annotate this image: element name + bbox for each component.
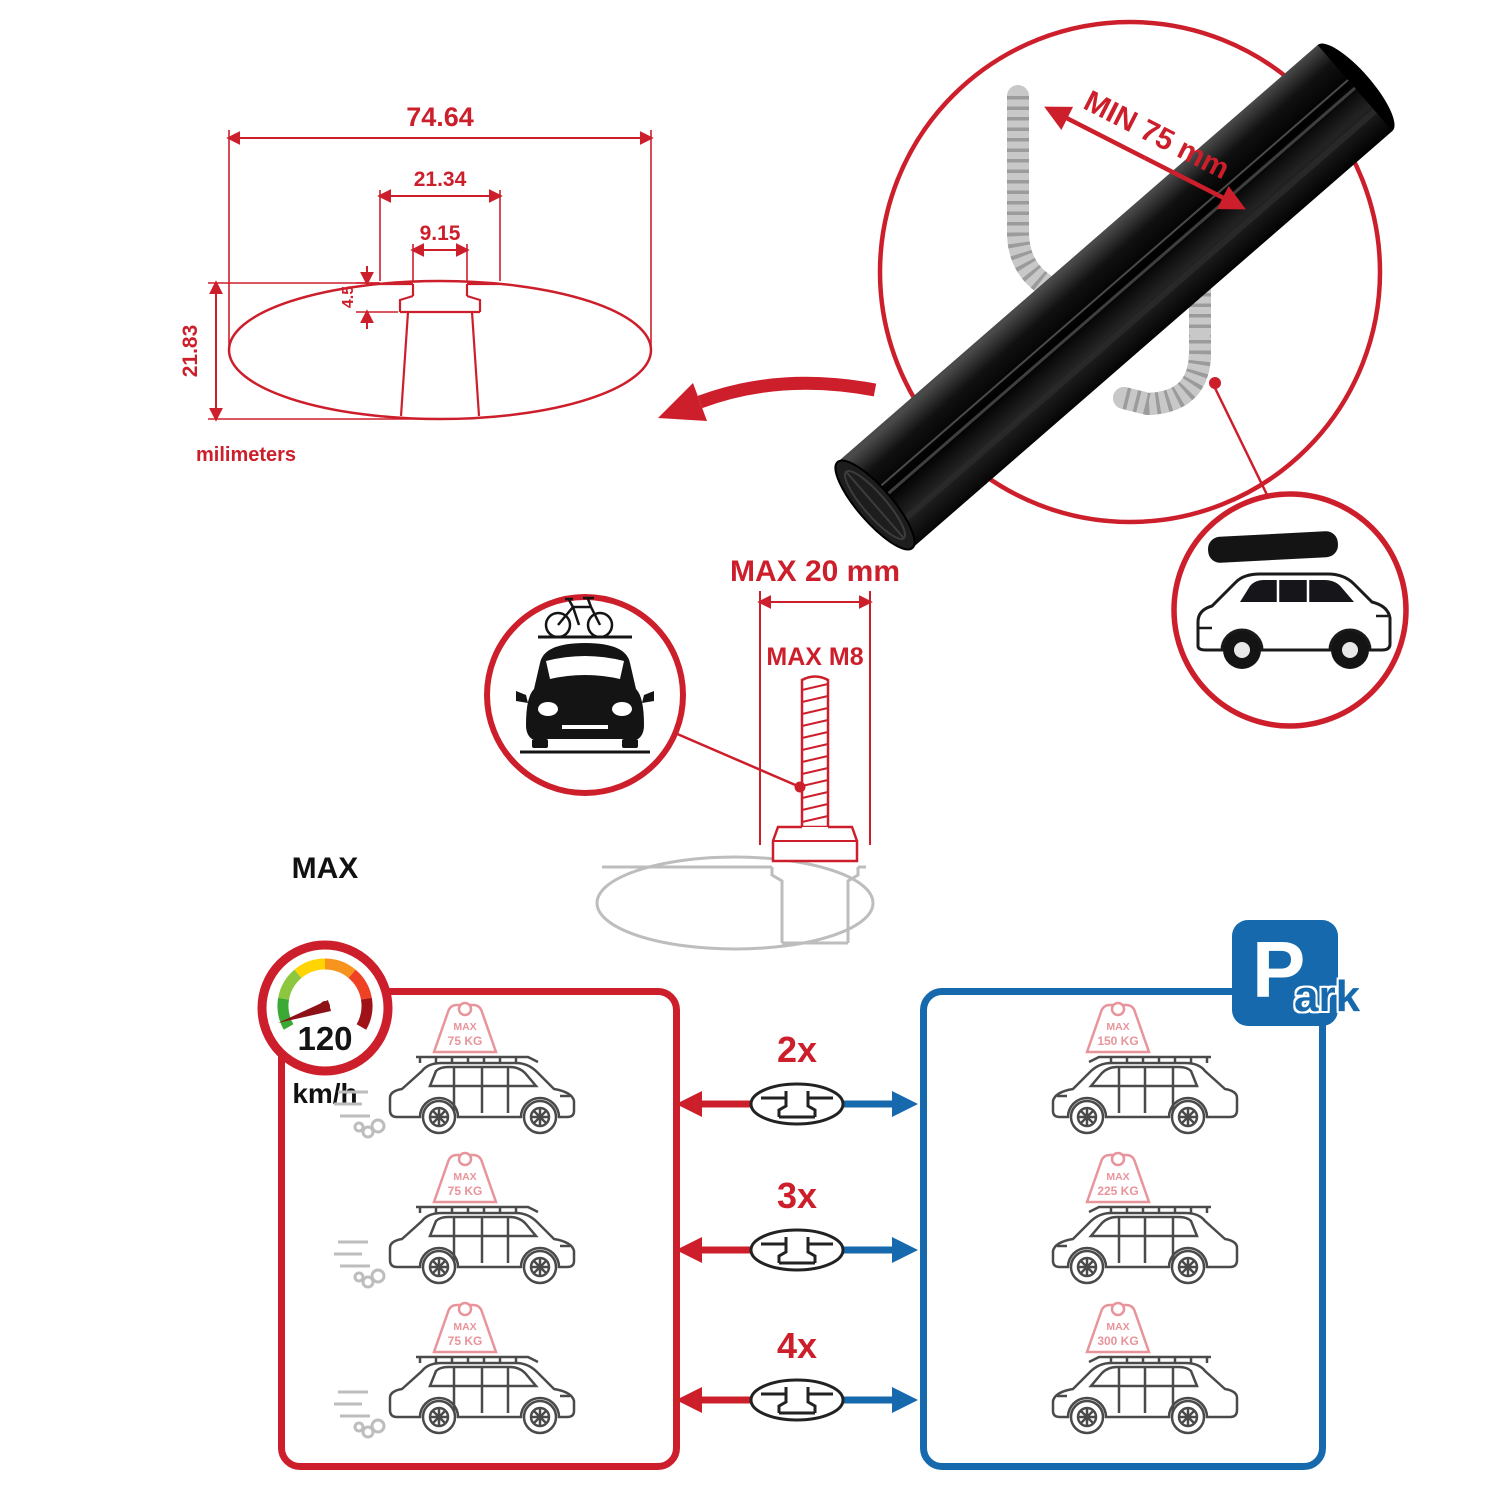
bolt-callout-dot (794, 781, 806, 793)
crossbar-count-row-3: 4x (676, 1325, 918, 1422)
car-side-icon (1051, 1205, 1239, 1285)
tag-max-label: MAX (1106, 1021, 1129, 1033)
roof-load-tag: MAX 75 KG (432, 1301, 498, 1354)
parked-car-row-3: MAX 300 KG (1051, 1301, 1239, 1435)
park-sign-suffix: ark (1294, 972, 1361, 1021)
tag-max-label: MAX (453, 1171, 476, 1183)
max-thread-label: MAX M8 (766, 643, 863, 671)
crossbar-profile-icon (749, 1082, 845, 1126)
pointer-arrow-icon (658, 376, 877, 421)
tag-weight-label: 150 KG (1097, 1034, 1138, 1048)
motion-lines-icon (332, 1090, 386, 1139)
roofbox-suv-icon (1171, 491, 1409, 729)
left-arrowhead-icon (676, 1237, 702, 1263)
tag-weight-label: 75 KG (448, 1334, 483, 1348)
ghost-profile (595, 855, 875, 951)
crossbar-3d-render: MIN 75 mm (834, 19, 1409, 729)
tag-max-label: MAX (1106, 1171, 1129, 1183)
park-sign-p: P (1252, 925, 1306, 1014)
crossbar-endcap (834, 459, 916, 551)
tag-weight-label: 300 KG (1097, 1334, 1138, 1348)
car-side-icon (1051, 1355, 1239, 1435)
roof-load-tag: MAX 225 KG (1085, 1151, 1151, 1204)
dim-ext-total (228, 130, 652, 348)
bolt-detail-diagram: MAX 20 mm MAX M8 (484, 555, 900, 951)
dim-total-width-label: 74.64 (406, 102, 474, 132)
tag-max-label: MAX (453, 1321, 476, 1333)
bolt-callout-line (674, 731, 801, 789)
dim-slot-outer-label: 21.34 (414, 168, 467, 191)
count-label: 2x (777, 1029, 817, 1070)
motion-lines-icon (332, 1240, 386, 1289)
roof-load-tag: MAX 300 KG (1085, 1301, 1151, 1354)
tag-max-label: MAX (1106, 1321, 1129, 1333)
crossbar-section-ellipse (227, 279, 653, 421)
unit-label: milimeters (196, 444, 296, 466)
car-side-icon (388, 1355, 576, 1435)
crossbar-technical-drawing: 74.64 21.34 9.15 4.5 21.83 milimeters (179, 102, 654, 466)
roof-load-tag: MAX 75 KG (432, 1001, 498, 1054)
crossbar-profile-icon (749, 1228, 845, 1272)
speed-value: 120 (297, 1020, 352, 1057)
zoom-circle (877, 19, 1383, 525)
left-arrowhead-icon (676, 1387, 702, 1413)
driving-car-row-2: MAX 75 KG (332, 1151, 576, 1289)
car-side-icon (388, 1055, 576, 1135)
dim-lip-depth-label: 4.5 (340, 286, 357, 308)
count-label: 4x (777, 1325, 817, 1366)
t-slot-profile (380, 282, 500, 417)
car-side-icon (1051, 1055, 1239, 1135)
tag-weight-label: 225 KG (1097, 1184, 1138, 1198)
roof-box-icon (1208, 531, 1338, 563)
tag-weight-label: 75 KG (448, 1034, 483, 1048)
speed-max-label: MAX (291, 852, 359, 885)
crossbar-count-row-2: 3x (676, 1175, 918, 1272)
max-length-label: MAX 20 mm (730, 555, 900, 588)
park-sign: P (1232, 920, 1338, 1026)
bolt-dimension (757, 591, 873, 845)
crossbar-bar (834, 43, 1395, 551)
dim-height-label: 21.83 (179, 325, 202, 378)
dim-slot-inner-label: 9.15 (420, 222, 461, 245)
parked-car-row-1: MAX 150 KG (1051, 1001, 1239, 1135)
crossbar-count-row-1: 2x (676, 1029, 918, 1126)
motion-lines-icon (332, 1390, 386, 1439)
speedometer-icon: 120 (257, 940, 393, 1076)
tag-max-label: MAX (453, 1021, 476, 1033)
driving-load-panel (278, 988, 680, 1470)
gauge-needle-icon (278, 1000, 331, 1023)
left-arrowhead-icon (676, 1091, 702, 1117)
callout-dot (1209, 377, 1221, 389)
right-arrowhead-icon (892, 1387, 918, 1413)
roof-load-tag: MAX 150 KG (1085, 1001, 1151, 1054)
right-arrowhead-icon (892, 1091, 918, 1117)
callout-line (1213, 387, 1274, 506)
parked-load-panel (920, 988, 1326, 1470)
right-arrowhead-icon (892, 1237, 918, 1263)
tag-weight-label: 75 KG (448, 1184, 483, 1198)
driving-car-row-1: MAX 75 KG (332, 1001, 576, 1139)
parked-car-row-2: MAX 225 KG (1051, 1151, 1239, 1285)
roof-load-tag: MAX 75 KG (432, 1151, 498, 1204)
count-label: 3x (777, 1175, 817, 1216)
gauge-arcs (277, 958, 373, 1030)
car-front-bike-icon (484, 594, 686, 796)
driving-car-row-3: MAX 75 KG (332, 1301, 576, 1439)
crossbar-profile-icon (749, 1378, 845, 1422)
t-bolt-icon (771, 675, 859, 863)
car-side-icon (388, 1205, 576, 1285)
